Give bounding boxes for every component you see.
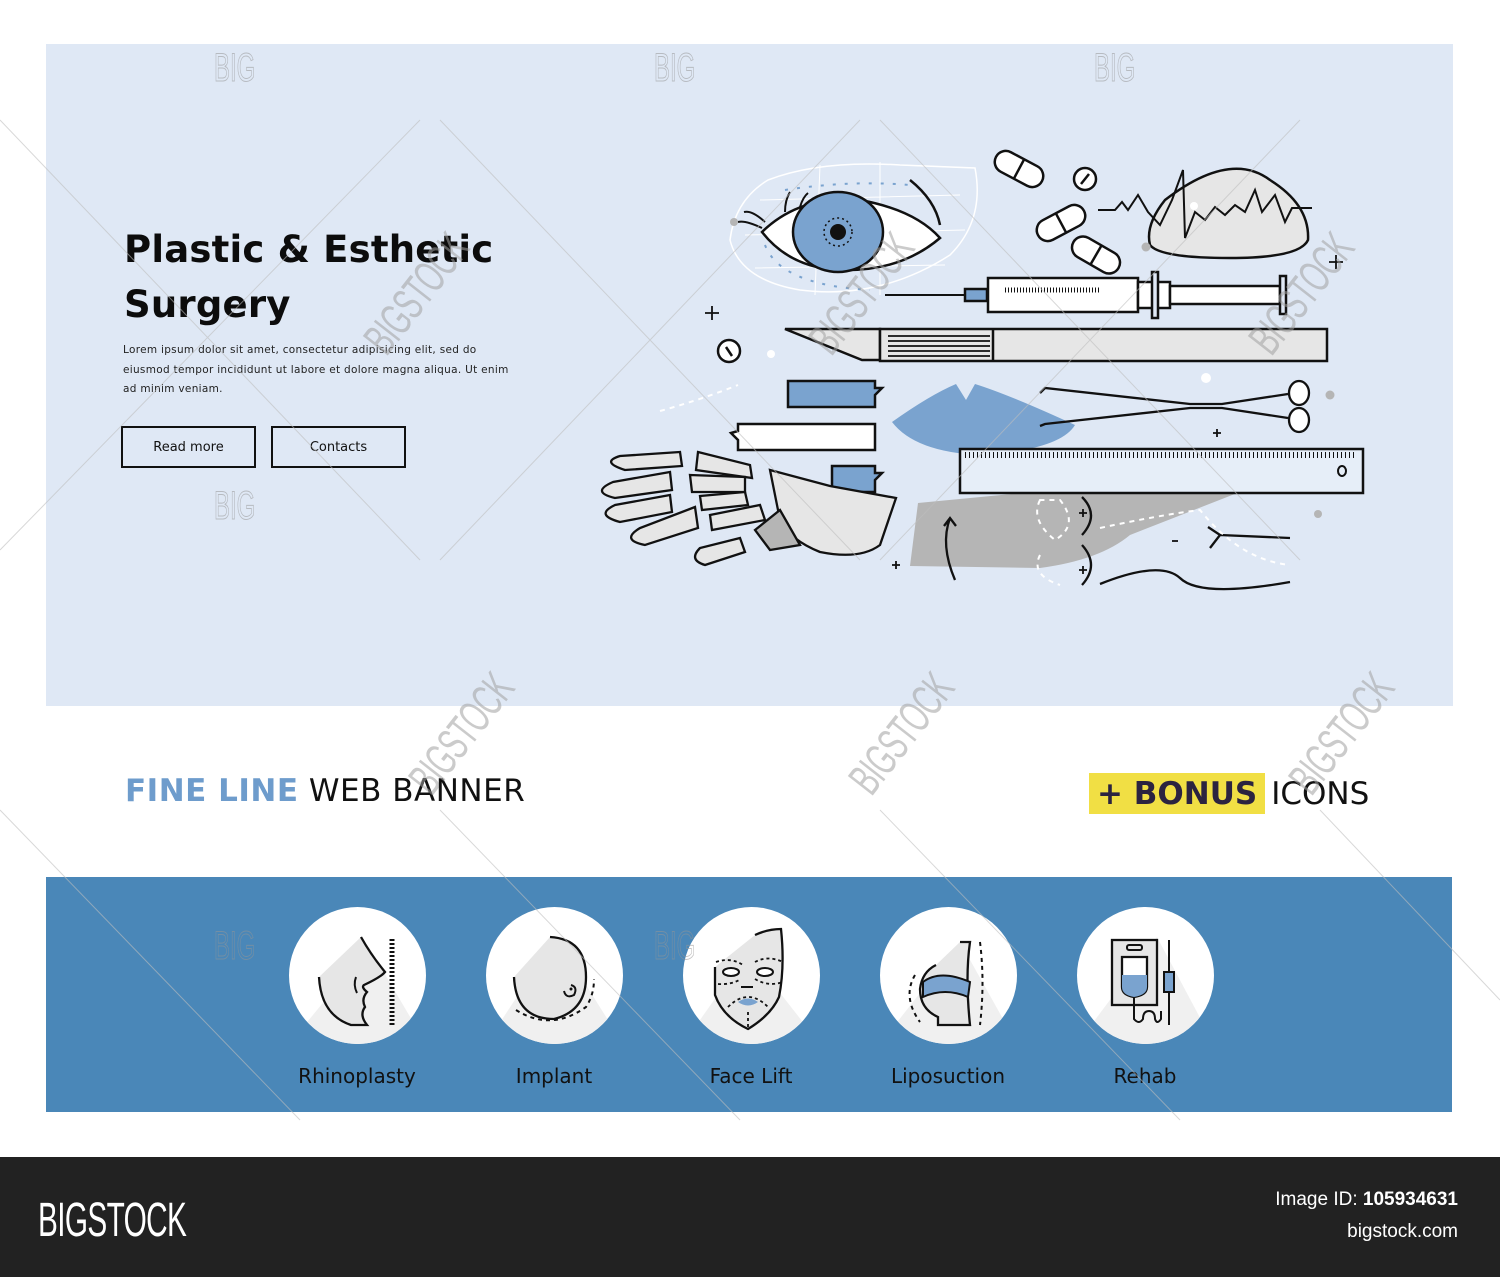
bonus-icons-caption: + BONUS ICONS [1089,773,1369,814]
footer-bar: BIGSTOCK Image ID: 105934631 bigstock.co… [0,1157,1500,1277]
bonus-highlight: + BONUS [1089,773,1266,814]
page-title: Plastic & Esthetic Surgery [124,222,493,332]
liposuction-icon [879,907,1017,1044]
scalpel-icon [784,327,1329,363]
forceps-icon [1039,379,1311,434]
icon-label: Rhinoplasty [298,1064,416,1088]
icon-label: Rehab [1113,1064,1177,1088]
contacts-button[interactable]: Contacts [271,426,406,468]
site-link[interactable]: bigstock.com [1347,1221,1458,1242]
icon-item-face-lift[interactable]: Face Lift [681,907,821,1088]
hero-description: Lorem ipsum dolor sit amet, consectetur … [123,344,509,395]
iv-drip-icon [1076,907,1214,1044]
caption-plain: WEB BANNER [308,773,526,809]
read-more-button[interactable]: Read more [121,426,256,468]
nose-profile-icon [288,907,426,1044]
image-id: Image ID: 105934631 [1275,1189,1458,1211]
title-line-1: Plastic & Esthetic [124,228,494,271]
fine-line-caption: FINE LINE WEB BANNER [125,773,525,809]
breast-implant-icon [485,907,623,1044]
hero-banner: Plastic & Esthetic Surgery Lorem ipsum d… [46,44,1453,706]
heartbeat-implant-icon [1098,167,1312,260]
image-id-label: Image ID: [1275,1189,1358,1210]
icon-item-liposuction[interactable]: Liposuction [878,907,1018,1088]
icon-strip: Rhinoplasty Implant Face [46,877,1452,1112]
tag-labels [728,379,886,494]
syringe-icon [885,270,1288,320]
icon-label: Liposuction [890,1064,1006,1088]
image-id-value: 105934631 [1362,1189,1458,1210]
title-line-2: Surgery [124,283,291,326]
caption-accent: FINE LINE [125,773,299,809]
face-lift-icon [682,907,820,1044]
icon-item-rehab[interactable]: Rehab [1075,907,1215,1088]
icon-label: Face Lift [709,1064,793,1088]
ruler-icon [958,447,1365,495]
eye-icon [729,162,978,296]
icons-label: ICONS [1271,775,1370,812]
icon-item-rhinoplasty[interactable]: Rhinoplasty [287,907,427,1088]
lips-icon [892,384,1075,455]
bigstock-logo: BIGSTOCK [38,1194,187,1247]
icon-item-implant[interactable]: Implant [484,907,624,1088]
icon-label: Implant [515,1064,593,1088]
